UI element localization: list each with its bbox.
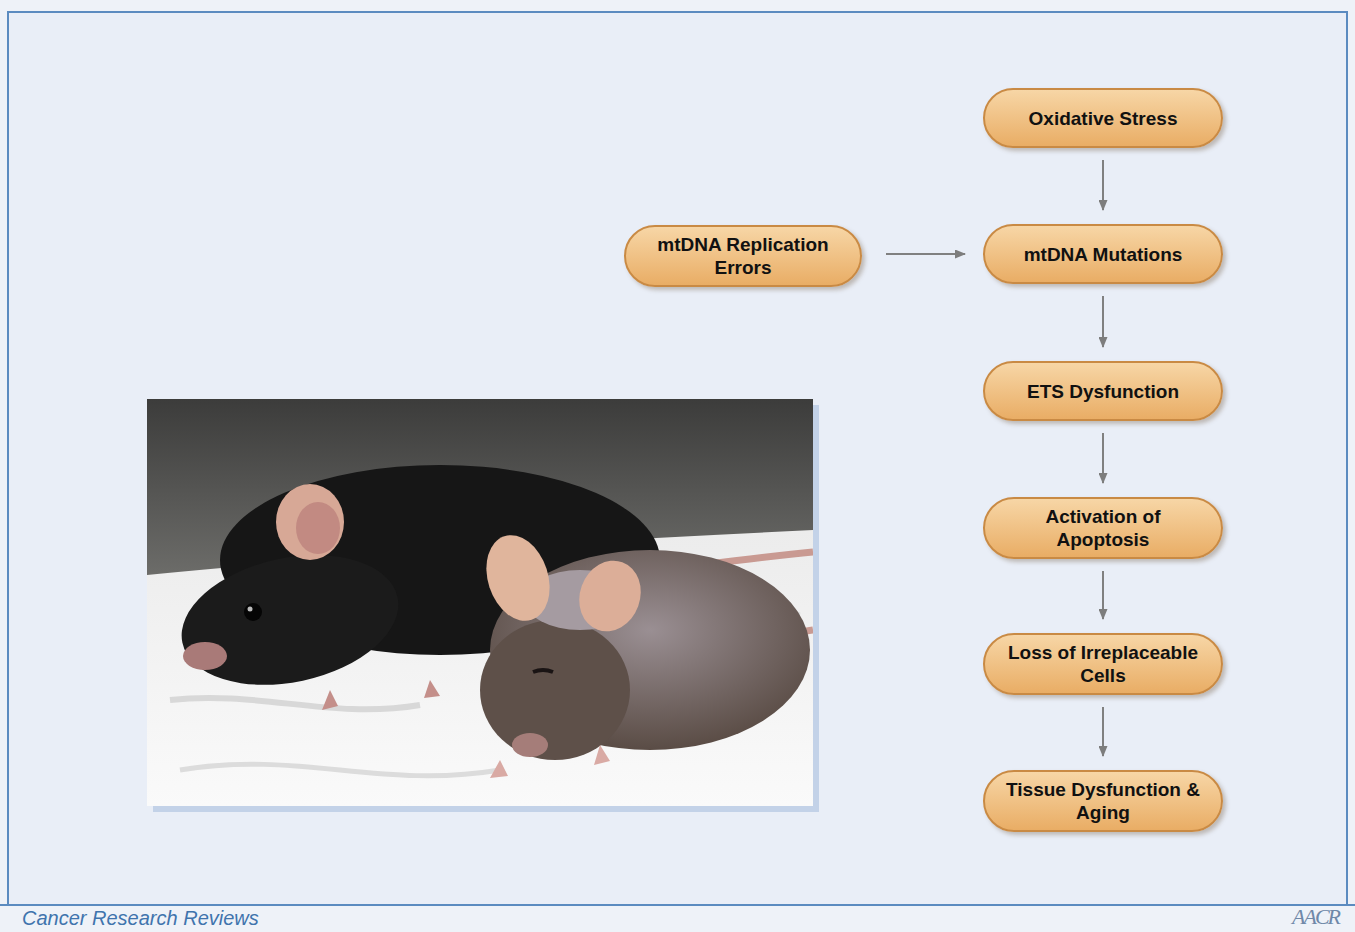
flow-arrow — [1102, 160, 1104, 210]
process-pill: Loss of Irreplaceable Cells — [983, 633, 1223, 695]
node-label: ETS Dysfunction — [1006, 380, 1200, 403]
node-label: Activation of Apoptosis — [1006, 505, 1200, 551]
flow-arrow — [886, 253, 965, 255]
node-label: Oxidative Stress — [1006, 107, 1200, 130]
process-pill: ETS Dysfunction — [983, 361, 1223, 421]
node-label: Loss of Irreplaceable Cells — [1006, 641, 1200, 687]
process-pill: Oxidative Stress — [983, 88, 1223, 148]
publisher-logo: AACR — [1292, 904, 1339, 930]
frame — [8, 12, 1347, 905]
process-pill: mtDNA Replication Errors — [624, 225, 862, 287]
process-pill: Tissue Dysfunction & Aging — [983, 770, 1223, 832]
process-pill: Activation of Apoptosis — [983, 497, 1223, 559]
footer-rule — [0, 904, 1355, 906]
node-label: mtDNA Mutations — [1006, 243, 1200, 266]
process-pill: mtDNA Mutations — [983, 224, 1223, 284]
flow-arrow — [1102, 571, 1104, 619]
flow-arrow — [1102, 433, 1104, 483]
flow-arrow — [1102, 296, 1104, 347]
node-label: mtDNA Replication Errors — [646, 233, 840, 279]
journal-name: Cancer Research Reviews — [22, 907, 259, 930]
mice-photo — [147, 399, 813, 806]
node-label: Tissue Dysfunction & Aging — [1006, 778, 1200, 824]
flow-arrow — [1102, 707, 1104, 756]
